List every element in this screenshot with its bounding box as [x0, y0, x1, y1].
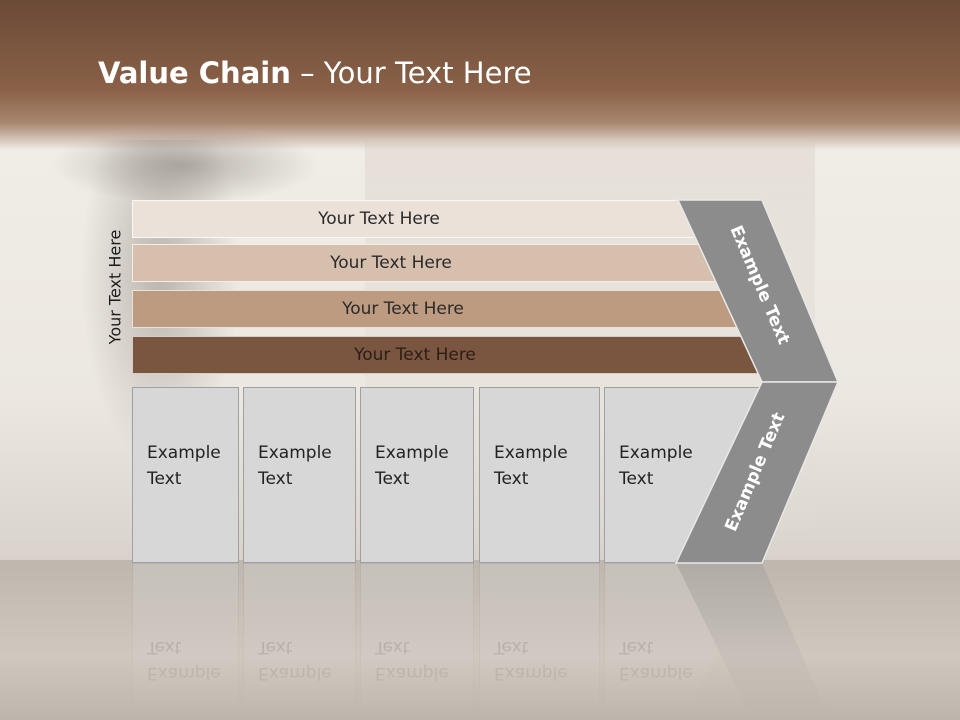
bar-label: Your Text Here: [342, 299, 464, 319]
reflection: Example Text Example Text Example Text E…: [0, 563, 960, 720]
bar-label: Your Text Here: [318, 209, 440, 229]
box-label: Example Text: [147, 443, 221, 489]
primary-activity-box-4[interactable]: Example Text: [479, 387, 600, 563]
box-label: Example Text: [258, 443, 332, 489]
reflection-chevron: [676, 563, 838, 720]
support-activity-bar-2[interactable]: Your Text Here: [132, 244, 718, 282]
background-floor: [0, 560, 960, 720]
support-activity-bar-1[interactable]: Your Text Here: [132, 200, 694, 238]
bar-label: Your Text Here: [354, 345, 476, 365]
primary-activity-box-2[interactable]: Example Text: [243, 387, 356, 563]
primary-activity-box-1[interactable]: Example Text: [132, 387, 239, 563]
box-label: Example Text: [619, 443, 693, 489]
primary-activity-box-3[interactable]: Example Text: [360, 387, 474, 563]
box-label: Example Text: [375, 443, 449, 489]
slide-title[interactable]: Value Chain – Your Text Here: [98, 56, 532, 90]
slide-title-bold: Value Chain: [98, 56, 291, 90]
slide-title-rest: – Your Text Here: [290, 56, 532, 90]
header-band: [0, 0, 960, 150]
support-activity-bar-3[interactable]: Your Text Here: [132, 290, 742, 328]
box-label: Example Text: [494, 443, 568, 489]
vertical-label[interactable]: Your Text Here: [105, 229, 125, 345]
background-umbrella: [50, 125, 320, 205]
reflection-chevron-shape: [676, 563, 838, 720]
support-activity-bar-4[interactable]: Your Text Here: [132, 336, 766, 374]
bar-label: Your Text Here: [330, 253, 452, 273]
